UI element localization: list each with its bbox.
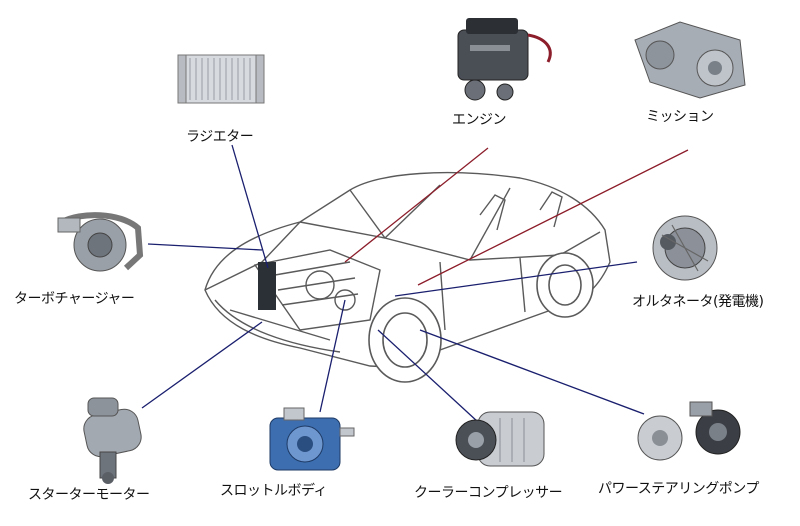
- engine-label: エンジン: [452, 112, 507, 128]
- ac-compressor-label: クーラーコンプレッサー: [414, 485, 563, 501]
- turbocharger-icon: [57, 212, 144, 272]
- starter-leader-line: [141, 321, 263, 409]
- engine-icon: [457, 18, 552, 101]
- radiator-label: ラジエター: [186, 129, 254, 145]
- radiator-leader-line: [231, 144, 269, 269]
- transmission-leader-line: [417, 149, 689, 286]
- power-steering-pump-icon: [637, 401, 741, 461]
- throttle-body-label: スロットルボディ: [220, 483, 328, 499]
- power-steering-pump-label: パワーステアリングポンプ: [598, 481, 759, 497]
- throttle-leader-line: [319, 299, 346, 413]
- alternator-icon: [652, 215, 718, 281]
- pump-leader-line: [419, 329, 645, 415]
- compressor-leader-line: [377, 329, 479, 423]
- alternator-label: オルタネータ(発電機): [632, 294, 764, 310]
- ac-compressor-icon: [455, 411, 545, 467]
- alternator-leader-line: [394, 261, 638, 297]
- throttle-body-icon: [269, 407, 355, 471]
- transmission-icon: [634, 21, 746, 99]
- starter-motor-label: スターターモーター: [28, 487, 150, 503]
- turbocharger-label: ターボチャージャー: [14, 291, 135, 307]
- turbo-leader-line: [147, 243, 263, 251]
- transmission-label: ミッション: [646, 109, 714, 125]
- engine-leader-line: [344, 147, 489, 263]
- radiator-icon: [177, 54, 265, 104]
- starter-motor-icon: [83, 397, 142, 484]
